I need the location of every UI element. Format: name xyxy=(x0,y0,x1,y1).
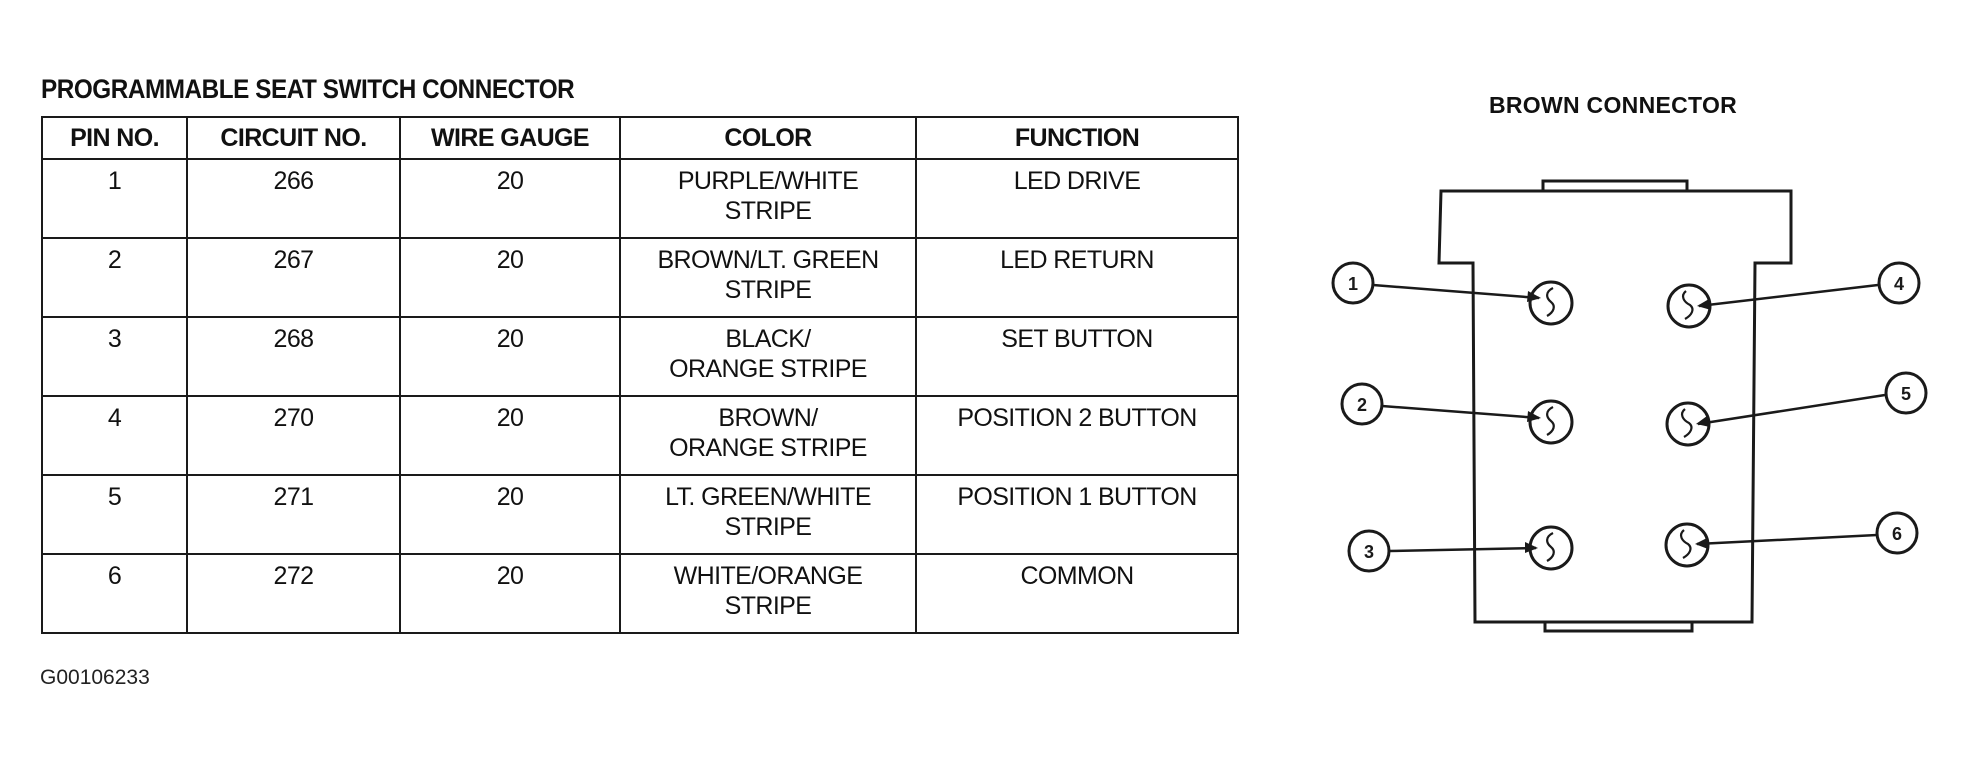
table-header-row: PIN NO. CIRCUIT NO. WIRE GAUGE COLOR FUN… xyxy=(41,116,1239,160)
callout-circle-3 xyxy=(1347,529,1391,573)
callout-number-3: 3 xyxy=(1364,542,1374,562)
arrowhead-5 xyxy=(1696,416,1710,427)
leader-line-2 xyxy=(1381,404,1540,420)
pin-number: 4 xyxy=(41,395,188,476)
callout-circle-4 xyxy=(1877,261,1921,305)
table-title: PROGRAMMABLE SEAT SWITCH CONNECTOR xyxy=(41,74,575,104)
terminal-cavity-6 xyxy=(1664,522,1710,568)
header-function: FUNCTION xyxy=(915,116,1239,160)
table-row: 6 272 20 WHITE/ORANGE STRIPE COMMON xyxy=(41,553,1239,634)
circuit-number: 268 xyxy=(186,316,401,397)
figure-id: G00106233 xyxy=(40,666,150,689)
circuit-number: 267 xyxy=(186,237,401,318)
wire-color-line-1: BLACK/ xyxy=(725,325,811,353)
wire-color-line-2: ORANGE STRIPE xyxy=(669,355,867,383)
circuit-number: 271 xyxy=(186,474,401,555)
pin-function: COMMON xyxy=(915,553,1239,634)
header-color: COLOR xyxy=(619,116,917,160)
callout-circle-5 xyxy=(1884,371,1928,415)
callout-number-6: 6 xyxy=(1892,524,1902,544)
leader-line-3 xyxy=(1388,546,1537,553)
arrowhead-1 xyxy=(1527,291,1541,302)
wire-color: BROWN/ ORANGE STRIPE xyxy=(619,395,917,476)
pin-number: 5 xyxy=(41,474,188,555)
wire-gauge: 20 xyxy=(399,316,621,397)
connector-housing xyxy=(1437,189,1793,624)
pin-function: POSITION 1 BUTTON xyxy=(915,474,1239,555)
arrowhead-3 xyxy=(1525,542,1538,553)
terminal-cavity-1 xyxy=(1528,280,1574,326)
table-row: 3 268 20 BLACK/ ORANGE STRIPE SET BUTTON xyxy=(41,316,1239,397)
pin-number: 1 xyxy=(41,158,188,239)
connector-top-latch xyxy=(1541,179,1689,191)
circuit-number: 266 xyxy=(186,158,401,239)
pin-table: PIN NO. CIRCUIT NO. WIRE GAUGE COLOR FUN… xyxy=(41,116,1239,634)
header-circuit-no: CIRCUIT NO. xyxy=(186,116,401,160)
callout-number-4: 4 xyxy=(1894,274,1904,294)
wire-color: BROWN/LT. GREEN STRIPE xyxy=(619,237,917,318)
wire-gauge: 20 xyxy=(399,474,621,555)
table-row: 4 270 20 BROWN/ ORANGE STRIPE POSITION 2… xyxy=(41,395,1239,476)
pin-function: POSITION 2 BUTTON xyxy=(915,395,1239,476)
callout-number-2: 2 xyxy=(1357,395,1367,415)
wire-gauge: 20 xyxy=(399,553,621,634)
wire-color-line-1: LT. GREEN/WHITE xyxy=(665,483,871,511)
pin-function: SET BUTTON xyxy=(915,316,1239,397)
wire-color-line-2: STRIPE xyxy=(724,592,812,620)
wire-gauge: 20 xyxy=(399,237,621,318)
wire-color-line-2: STRIPE xyxy=(724,513,812,541)
arrowhead-6 xyxy=(1695,538,1708,549)
pin-function: LED DRIVE xyxy=(915,158,1239,239)
table-row: 5 271 20 LT. GREEN/WHITE STRIPE POSITION… xyxy=(41,474,1239,555)
connector-bottom-latch xyxy=(1543,622,1694,633)
wire-gauge: 20 xyxy=(399,158,621,239)
table-row: 2 267 20 BROWN/LT. GREEN STRIPE LED RETU… xyxy=(41,237,1239,318)
circuit-number: 270 xyxy=(186,395,401,476)
wire-color-line-1: BROWN/ xyxy=(718,404,818,432)
wire-color: BLACK/ ORANGE STRIPE xyxy=(619,316,917,397)
leader-line-6 xyxy=(1696,533,1878,546)
pin-number: 3 xyxy=(41,316,188,397)
wire-color: LT. GREEN/WHITE STRIPE xyxy=(619,474,917,555)
leader-line-1 xyxy=(1372,283,1540,300)
wire-color: PURPLE/WHITE STRIPE xyxy=(619,158,917,239)
callout-circle-6 xyxy=(1875,511,1919,555)
leader-line-4 xyxy=(1698,283,1879,308)
wire-color-line-1: WHITE/ORANGE xyxy=(673,562,863,590)
callout-number-1: 1 xyxy=(1348,274,1358,294)
header-pin-no: PIN NO. xyxy=(41,116,188,160)
callout-circle-1 xyxy=(1331,261,1375,305)
wire-color-line-1: BROWN/LT. GREEN xyxy=(657,246,879,274)
callout-number-5: 5 xyxy=(1901,384,1911,404)
pin-number: 2 xyxy=(41,237,188,318)
wire-color-line-2: STRIPE xyxy=(724,276,812,304)
wire-color: WHITE/ORANGE STRIPE xyxy=(619,553,917,634)
pin-number: 6 xyxy=(41,553,188,634)
connector-title: BROWN CONNECTOR xyxy=(1488,92,1738,118)
pin-function: LED RETURN xyxy=(915,237,1239,318)
header-wire-gauge: WIRE GAUGE xyxy=(399,116,621,160)
callout-circle-2 xyxy=(1340,382,1384,426)
circuit-number: 272 xyxy=(186,553,401,634)
wire-color-line-1: PURPLE/WHITE xyxy=(677,167,859,195)
leader-line-5 xyxy=(1697,393,1886,426)
wire-gauge: 20 xyxy=(399,395,621,476)
wire-color-line-2: STRIPE xyxy=(724,197,812,225)
table-row: 1 266 20 PURPLE/WHITE STRIPE LED DRIVE xyxy=(41,158,1239,239)
wire-color-line-2: ORANGE STRIPE xyxy=(669,434,867,462)
terminal-cavity-2 xyxy=(1528,399,1574,445)
arrowhead-2 xyxy=(1527,411,1541,422)
arrowhead-4 xyxy=(1697,299,1711,310)
